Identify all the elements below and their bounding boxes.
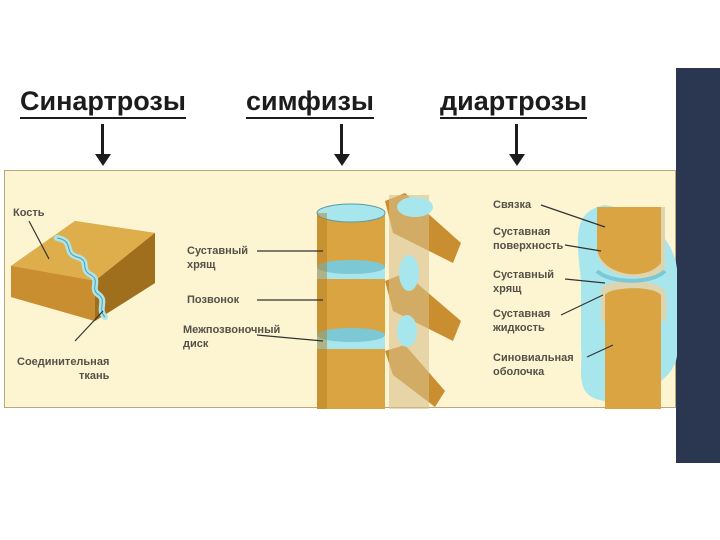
label-articular-cartilage-line1: Суставный (187, 245, 248, 257)
label-joint-cartilage-line2: хрящ (493, 283, 522, 295)
heading-symphyses: симфизы (246, 86, 374, 119)
label-joint-cartilage-line1: Суставный (493, 269, 554, 281)
label-synovial-fluid-line1: Суставная (493, 308, 551, 320)
joint-illustrations (11, 193, 677, 409)
label-articular-surface-line1: Суставная (493, 226, 551, 238)
label-disc-line1: Межпозвоночный (183, 324, 281, 336)
label-articular-cartilage-line2: хрящ (187, 259, 216, 271)
synovial-joint-illustration (540, 204, 677, 409)
label-ligament: Связка (493, 199, 532, 211)
heading-synarthroses: Синартрозы (20, 86, 186, 119)
label-articular-surface-line2: поверхность (493, 240, 564, 252)
label-connective-tissue-line1: Соединительная (17, 356, 110, 368)
label-synovial-membrane-line2: оболочка (493, 366, 545, 378)
label-disc-line2: диск (183, 338, 209, 350)
label-vertebra: Позвонок (187, 294, 240, 306)
label-bone: Кость (13, 207, 45, 219)
label-synovial-membrane-line1: Синовиальная (493, 352, 574, 364)
diagram-panel: Кость Соединительная ткань Суставный хря… (4, 170, 677, 409)
spine-illustration (256, 193, 461, 409)
heading-diarthroses: диартрозы (440, 86, 588, 119)
side-bar (676, 68, 720, 463)
label-connective-tissue-line2: ткань (79, 370, 110, 382)
bone-block-illustration (11, 220, 155, 342)
label-synovial-fluid-line2: жидкость (493, 322, 545, 334)
